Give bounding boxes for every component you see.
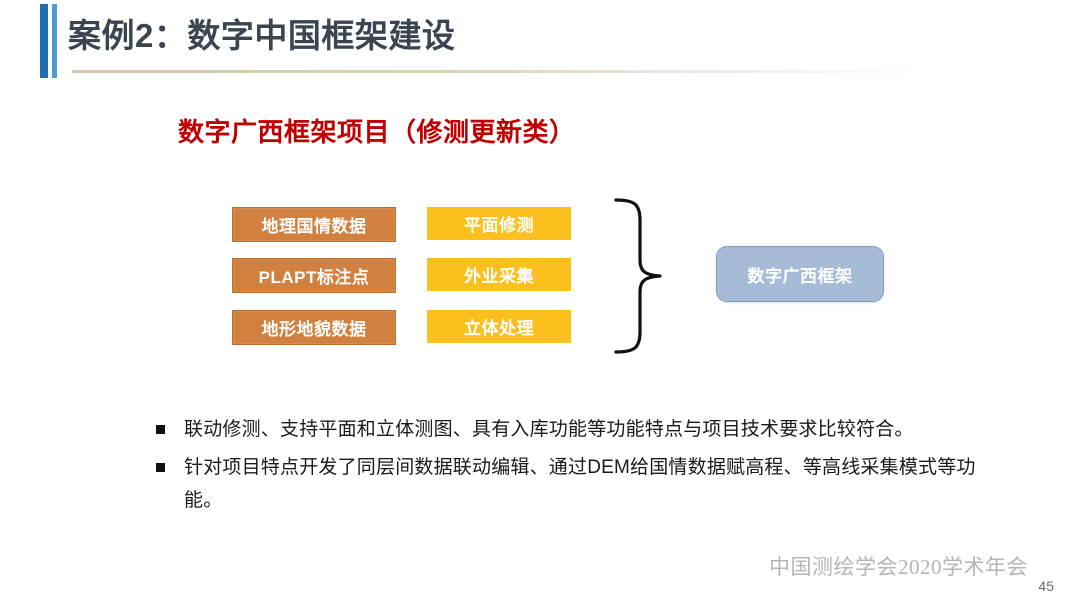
input-chip-3: 地形地貌数据 bbox=[232, 310, 396, 345]
title-divider-rule bbox=[72, 70, 922, 73]
process-chip-2: 外业采集 bbox=[427, 258, 571, 291]
square-bullet-icon bbox=[156, 425, 165, 434]
square-bullet-icon bbox=[156, 463, 165, 472]
bullet-item-1: 联动修测、支持平面和立体测图、具有入库功能等功能特点与项目技术要求比较符合。 bbox=[156, 413, 986, 446]
footer-conference-name: 中国测绘学会2020学术年会 bbox=[769, 555, 1028, 579]
bullet-item-2-text: 针对项目特点开发了同层间数据联动编辑、通过DEM给国情数据赋高程、等高线采集模式… bbox=[184, 457, 976, 511]
process-chip-2-label: 外业采集 bbox=[464, 267, 534, 286]
input-chip-1-label: 地理国情数据 bbox=[261, 217, 367, 236]
process-chip-3-label: 立体处理 bbox=[464, 319, 534, 338]
section-subtitle: 数字广西框架项目（修测更新类） bbox=[178, 117, 576, 147]
curly-brace-icon bbox=[614, 198, 662, 354]
input-chip-3-label: 地形地貌数据 bbox=[261, 320, 367, 339]
bullet-item-2: 针对项目特点开发了同层间数据联动编辑、通过DEM给国情数据赋高程、等高线采集模式… bbox=[156, 451, 986, 517]
bullet-list: 联动修测、支持平面和立体测图、具有入库功能等功能特点与项目技术要求比较符合。 针… bbox=[156, 413, 986, 522]
title-accent-bars bbox=[40, 4, 60, 78]
process-chip-1-label: 平面修测 bbox=[464, 216, 534, 235]
bullet-item-1-text: 联动修测、支持平面和立体测图、具有入库功能等功能特点与项目技术要求比较符合。 bbox=[184, 419, 914, 440]
input-chip-2-label: PLAPT标注点 bbox=[258, 268, 370, 287]
title-accent-bar-dark bbox=[40, 4, 48, 78]
result-box: 数字广西框架 bbox=[716, 246, 884, 302]
result-box-label: 数字广西框架 bbox=[747, 266, 853, 286]
page-title: 案例2：数字中国框架建设 bbox=[68, 17, 456, 54]
process-chip-1: 平面修测 bbox=[427, 207, 571, 240]
input-chip-2: PLAPT标注点 bbox=[232, 258, 396, 293]
page-number: 45 bbox=[1038, 578, 1054, 594]
input-chip-1: 地理国情数据 bbox=[232, 207, 396, 242]
title-accent-bar-light bbox=[52, 4, 57, 78]
process-chip-3: 立体处理 bbox=[427, 310, 571, 343]
